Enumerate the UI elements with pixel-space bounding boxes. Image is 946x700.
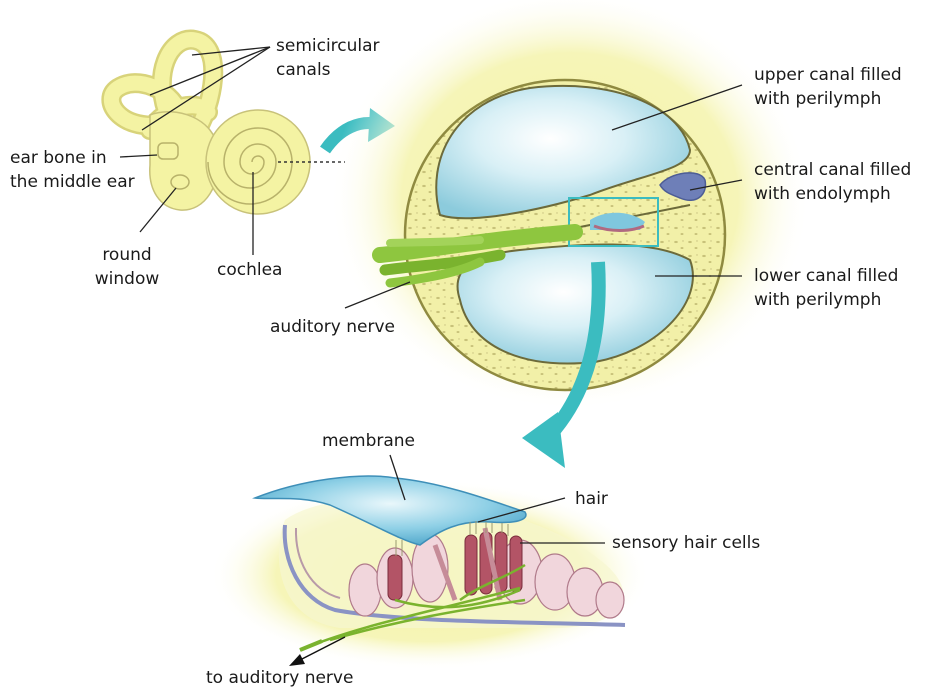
organ-of-corti-highlight [568, 197, 659, 247]
label-lower-canal-line2: with perilymph [754, 290, 882, 310]
arrow-to-organ [544, 261, 606, 440]
label-cochlea: cochlea [217, 260, 283, 280]
label-semicircular-canals: semicircular canals [276, 34, 380, 82]
to-nerve-arrow-line [299, 636, 346, 661]
label-upper-canal-line1: upper canal filled [754, 65, 902, 85]
label-round-window: round window [88, 243, 166, 291]
label-round-window-line2: window [94, 269, 160, 289]
label-ear-bone-line2: the middle ear [10, 172, 135, 192]
organ-of-corti [210, 475, 650, 670]
label-membrane: membrane [322, 431, 416, 451]
label-central-canal: central canal filled with endolymph [754, 158, 911, 206]
label-central-canal-line1: central canal filled [754, 160, 912, 180]
label-sensory-hair-cells: sensory hair cells [612, 533, 761, 553]
arrow-head-down [522, 412, 565, 468]
label-ear-bone-line1: ear bone in [10, 148, 107, 168]
label-lower-canal-line1: lower canal filled [754, 266, 899, 286]
label-central-canal-line2: with endolymph [754, 184, 891, 204]
inner-ear-leaders [119, 46, 271, 255]
cochlea-cross-section [330, 0, 810, 410]
label-semicircular-canals-line2: canals [276, 60, 331, 80]
cross-section-leaders [344, 84, 743, 309]
label-lower-canal: lower canal filled with perilymph [754, 264, 898, 312]
organ-leaders [389, 454, 605, 544]
central-canal [659, 172, 707, 201]
upper-canal [435, 84, 692, 220]
label-hair: hair [575, 489, 608, 509]
label-semicircular-canals-line1: semicircular [276, 36, 380, 56]
label-upper-canal: upper canal filled with perilymph [754, 63, 902, 111]
to-nerve-arrow-head [289, 654, 305, 666]
inner-ear-illustration [101, 29, 345, 215]
auditory-nerve-bundle [372, 224, 583, 288]
label-auditory-nerve: auditory nerve [270, 317, 395, 337]
label-ear-bone: ear bone in the middle ear [10, 146, 135, 194]
label-round-window-line1: round [102, 245, 152, 265]
tectorial-membrane [252, 475, 527, 546]
label-to-auditory-nerve: to auditory nerve [206, 668, 354, 688]
label-upper-canal-line2: with perilymph [754, 89, 882, 109]
